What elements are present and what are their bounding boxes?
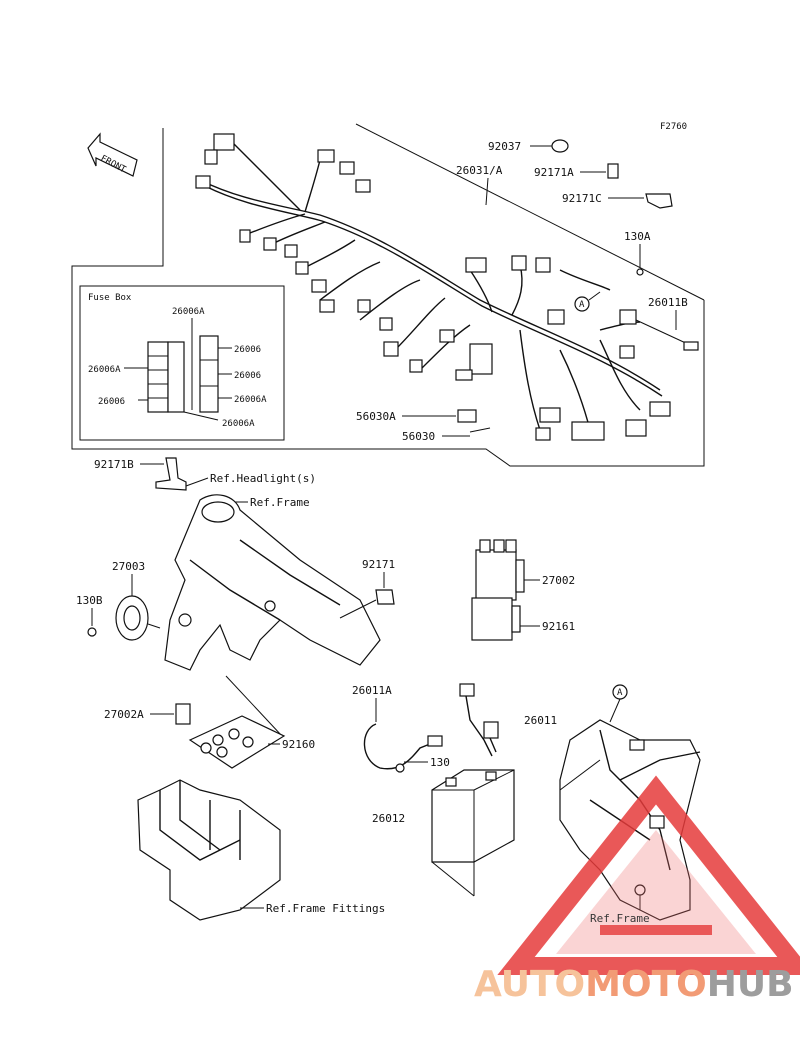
fuse-label-top: 26006A (172, 307, 205, 317)
callout-92171a: 92171A (534, 166, 574, 179)
callout-130: 130 (430, 756, 450, 769)
watermark-hub: HUB (707, 964, 794, 1005)
fuse-label-bottom: 26006A (222, 419, 255, 429)
callout-26011b: 26011B (648, 296, 688, 309)
watermark-logo: AUTOMOTOHUB (474, 964, 794, 1005)
callout-56030a: 56030A (356, 410, 396, 423)
callout-130b: 130B (76, 594, 103, 607)
ref-headlight: Ref.Headlight(s) (210, 472, 316, 485)
fuse-label-left: 26006 (98, 397, 125, 407)
top-right-callouts: 92037 26031/A 92171A 92171C 130A 26011B … (356, 139, 688, 443)
ref-frame-bottom: Ref.Frame (590, 912, 650, 925)
harness-panel-frame (71, 123, 705, 467)
fuse-box-inset: Fuse Box 26006A 26006A 26006 26006 26006… (79, 285, 285, 441)
battery-section: 26011A 130 26012 (352, 683, 515, 897)
fuse-label-right-2: 26006 (234, 371, 261, 381)
watermark-triangle-icon (497, 775, 800, 975)
watermark-moto: MOTO (585, 964, 707, 1005)
battery-box-section: 27002A 92160 Ref.Frame Fittings (104, 675, 385, 921)
fuse-label-right-1: 26006 (234, 345, 261, 355)
frame-section: 92171B Ref.Headlight(s) Ref.Frame 27003 … (76, 457, 395, 671)
harness-connectors (195, 133, 699, 441)
callout-92161: 92161 (542, 620, 575, 633)
ecu-modules: 27002 92161 (471, 539, 575, 641)
callout-56030: 56030 (402, 430, 435, 443)
fuse-label-left-a: 26006A (88, 365, 121, 375)
callout-92160: 92160 (282, 738, 315, 751)
front-arrow-icon: FRONT (87, 132, 138, 177)
figure-code: F2760 (660, 122, 687, 132)
watermark: Ref.Frame AUTOMOTOHUB (474, 775, 800, 1005)
callout-27002a: 27002A (104, 708, 144, 721)
callout-26031a: 26031/A (456, 164, 503, 177)
callout-27002: 27002 (542, 574, 575, 587)
callout-26011a: 26011A (352, 684, 392, 697)
callout-130a: 130A (624, 230, 651, 243)
fuse-box-title: Fuse Box (88, 293, 132, 303)
callout-92037: 92037 (488, 140, 521, 153)
marker-a-top: A (579, 300, 585, 310)
callout-26012: 26012 (372, 812, 405, 825)
ref-frame-top: Ref.Frame (250, 496, 310, 509)
callout-92171b: 92171B (94, 458, 134, 471)
marker-a-bottom: A (617, 688, 623, 698)
callout-92171: 92171 (362, 558, 395, 571)
callout-26011: 26011 (524, 714, 557, 727)
main-wiring-harness (199, 139, 663, 431)
ref-frame-fittings: Ref.Frame Fittings (266, 902, 385, 915)
fuse-label-right-3: 26006A (234, 395, 267, 405)
watermark-auto: AUTO (474, 964, 585, 1005)
callout-27003: 27003 (112, 560, 145, 573)
callout-92171c: 92171C (562, 192, 602, 205)
